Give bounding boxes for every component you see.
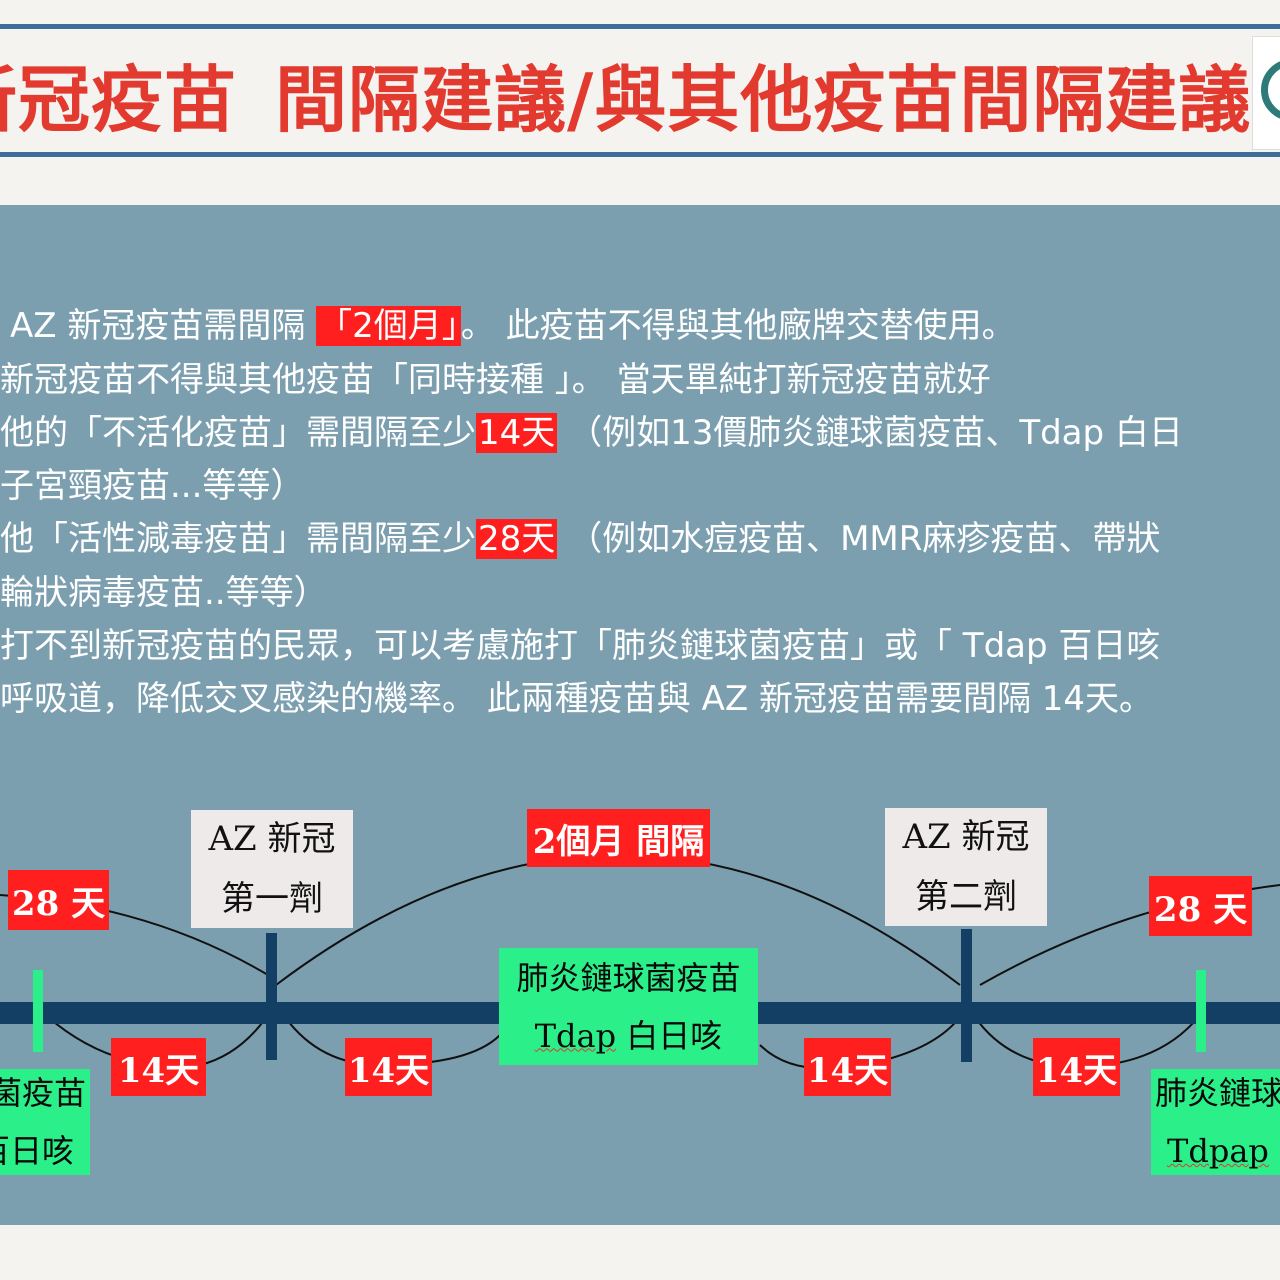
days-28-right-label: 28 天 <box>1149 876 1252 936</box>
note-line-2: 新冠疫苗不得與其他疫苗「同時接種 」。 當天單純打新冠疫苗就好 <box>0 360 991 400</box>
days-14-b-label: 14天 <box>345 1038 432 1096</box>
note-line-6: 輪狀病毒疫苗..等等） <box>0 573 328 613</box>
highlight-2-months: 「2個月」 <box>316 306 461 346</box>
content-panel: AZ 新冠疫苗需間隔 「2個月」。 此疫苗不得與其他廠牌交替使用。 新冠疫苗不得… <box>0 205 1280 1225</box>
header-rule-bottom <box>0 152 1280 157</box>
note-line-7: 打不到新冠疫苗的民眾，可以考慮施打「肺炎鏈球菌疫苗」或「 Tdap 百日咳 <box>0 626 1161 666</box>
note-line-1: AZ 新冠疫苗需間隔 「2個月」。 此疫苗不得與其他廠牌交替使用。 <box>10 306 1016 346</box>
dose1-tick <box>266 933 277 1060</box>
logo-icon <box>1252 36 1280 150</box>
header-rule-top <box>0 24 1280 29</box>
note-line-5: 他「活性減毒疫苗」需間隔至少28天 （例如水痘疫苗、MMR麻疹疫苗、帶狀 <box>0 519 1161 559</box>
dose2-tick <box>961 929 972 1062</box>
dose2-box: AZ 新冠第二劑 <box>885 808 1047 926</box>
note-line-8: 呼吸道，降低交叉感染的機率。 此兩種疫苗與 AZ 新冠疫苗需要間隔 14天。 <box>0 679 1154 719</box>
days-28-left-label: 28 天 <box>8 870 109 930</box>
right-vaccine-box: 肺炎鏈球 Tdpap 百 <box>1151 1069 1280 1175</box>
left-vaccine-box: 菌疫苗 百日咳 <box>0 1069 90 1175</box>
center-vaccine-box: 肺炎鏈球菌疫苗 Tdap 白日咳 <box>499 948 758 1065</box>
days-14-c-label: 14天 <box>804 1038 891 1096</box>
page-title: 新冠疫苗間隔建議/與其他疫苗間隔建議 <box>0 57 1252 142</box>
left-vaccine-tick <box>33 970 43 1052</box>
interval-2-months-label: 2個月 間隔 <box>527 809 710 867</box>
highlight-14-days: 14天 <box>476 413 558 453</box>
highlight-28-days: 28天 <box>476 519 558 559</box>
days-14-d-label: 14天 <box>1033 1038 1120 1096</box>
dose1-box: AZ 新冠第一劑 <box>191 810 353 928</box>
days-14-a-label: 14天 <box>111 1038 206 1096</box>
note-line-3: 他的「不活化疫苗」需間隔至少14天 （例如13價肺炎鏈球菌疫苗、Tdap 白日 <box>0 413 1183 453</box>
note-line-4: 子宮頸疫苗...等等） <box>0 466 305 506</box>
right-vaccine-tick <box>1196 970 1206 1052</box>
